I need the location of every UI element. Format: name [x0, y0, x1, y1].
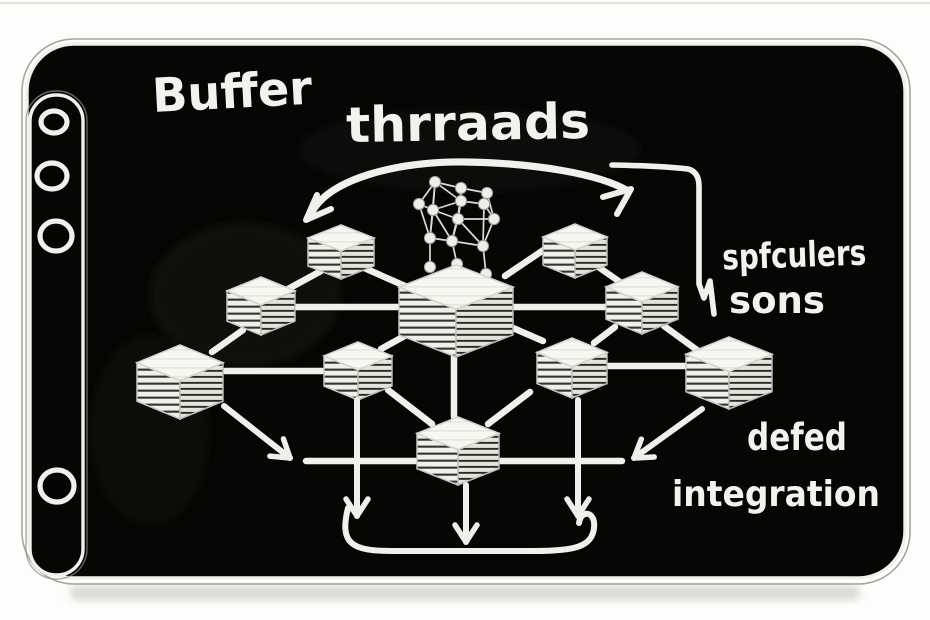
graph-node: [451, 212, 465, 226]
cube-top-left: [305, 224, 377, 281]
cube-bottom: [414, 416, 502, 487]
cube-face-top: [224, 276, 298, 306]
cube-mid-left: [321, 341, 395, 402]
cube-center: [396, 264, 516, 359]
feed-line-zigzag: [609, 162, 717, 317]
connector-line: [208, 326, 247, 356]
graph-edge: [457, 218, 484, 247]
binder-strip: [28, 93, 85, 577]
cube-far-right: [683, 336, 775, 411]
cube-face-top: [134, 344, 226, 382]
connector-line: [284, 267, 325, 293]
graph-edge: [482, 203, 485, 247]
ring-hole: [37, 467, 77, 505]
ring-hole: [34, 160, 70, 192]
label-sons: sons: [729, 279, 825, 322]
graph-node: [454, 194, 468, 208]
label-layer: Buffer thrraads spfculers sons defed int…: [151, 61, 880, 515]
graph-node: [426, 203, 440, 217]
graph-node: [423, 231, 437, 245]
flow-arrow: [221, 403, 293, 461]
graph-node: [487, 212, 501, 226]
connector-line: [590, 323, 619, 347]
bottom-rail: [342, 505, 598, 554]
connector-line: [384, 386, 436, 428]
binder-strip-sketch-line: [25, 90, 88, 580]
label-threads: thrraads: [346, 93, 591, 154]
connector-line: [660, 322, 701, 354]
cube-face-top: [540, 223, 610, 251]
cube-upper-left: [224, 276, 298, 337]
ring-hole: [37, 218, 75, 254]
ring-hole: [38, 108, 70, 136]
cube-top-right: [540, 223, 610, 280]
connector-line: [501, 243, 552, 280]
label-buffer: Buffer: [151, 61, 314, 124]
graph-node: [454, 181, 468, 195]
arc-arrowhead-left: [303, 192, 334, 223]
graph-node: [476, 239, 490, 253]
cube-face-top: [534, 337, 610, 368]
connector-line: [484, 388, 534, 428]
label-defed: defed: [747, 416, 847, 459]
board-outer-sketch-line: [21, 38, 911, 585]
loop-arc: [308, 158, 632, 216]
cube-face-top: [305, 224, 377, 252]
arc-arrowhead-right: [600, 186, 634, 217]
cube-face-top: [321, 341, 395, 371]
graph-node: [477, 197, 491, 211]
diagram-layer: [134, 158, 775, 554]
cube-face-top: [396, 264, 516, 311]
board-shadow: [70, 586, 860, 600]
page-top-line: [0, 2, 930, 5]
graph-node: [423, 260, 437, 274]
cube-face-top: [603, 271, 681, 303]
graph-node: [412, 197, 426, 211]
cube-mid-right: [603, 271, 681, 336]
cube-mid-bottom: [534, 337, 610, 400]
graph-node: [445, 234, 459, 248]
flow-arrow: [631, 406, 705, 461]
label-integration: integration: [672, 474, 880, 515]
label-speculers: spfculers: [722, 234, 867, 279]
connector-line: [509, 324, 547, 345]
cube-face-top: [414, 416, 502, 451]
cube-far-left: [134, 344, 226, 421]
graph-node: [480, 186, 494, 200]
graph-node: [428, 175, 442, 189]
cube-face-top: [683, 336, 775, 373]
